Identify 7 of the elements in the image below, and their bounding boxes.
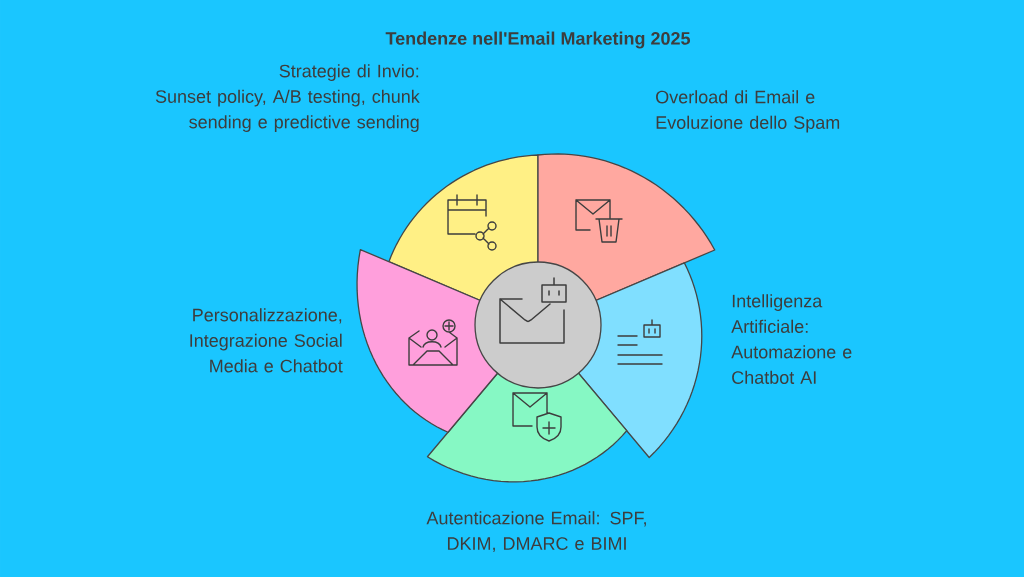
segment-label: Intelligenza Artificiale: Automazione e Chatbot AI [731,294,852,384]
segment-label: Autenticazione Email: SPF, DKIM, DMARC e BIMI [426,511,646,553]
segment-label: Overload di Email e Evoluzione dello Spam [656,90,840,133]
center-circle [474,261,602,389]
title: Tendenze nell'Email Marketing 2025 [385,31,691,49]
segment-label: Personalizzazione, Integrazione Social Media e Chatbot [190,308,343,373]
segment-label: Strategie di Invio: Sunset policy, A/B testing, chunk sending e predictive sending [155,64,420,132]
